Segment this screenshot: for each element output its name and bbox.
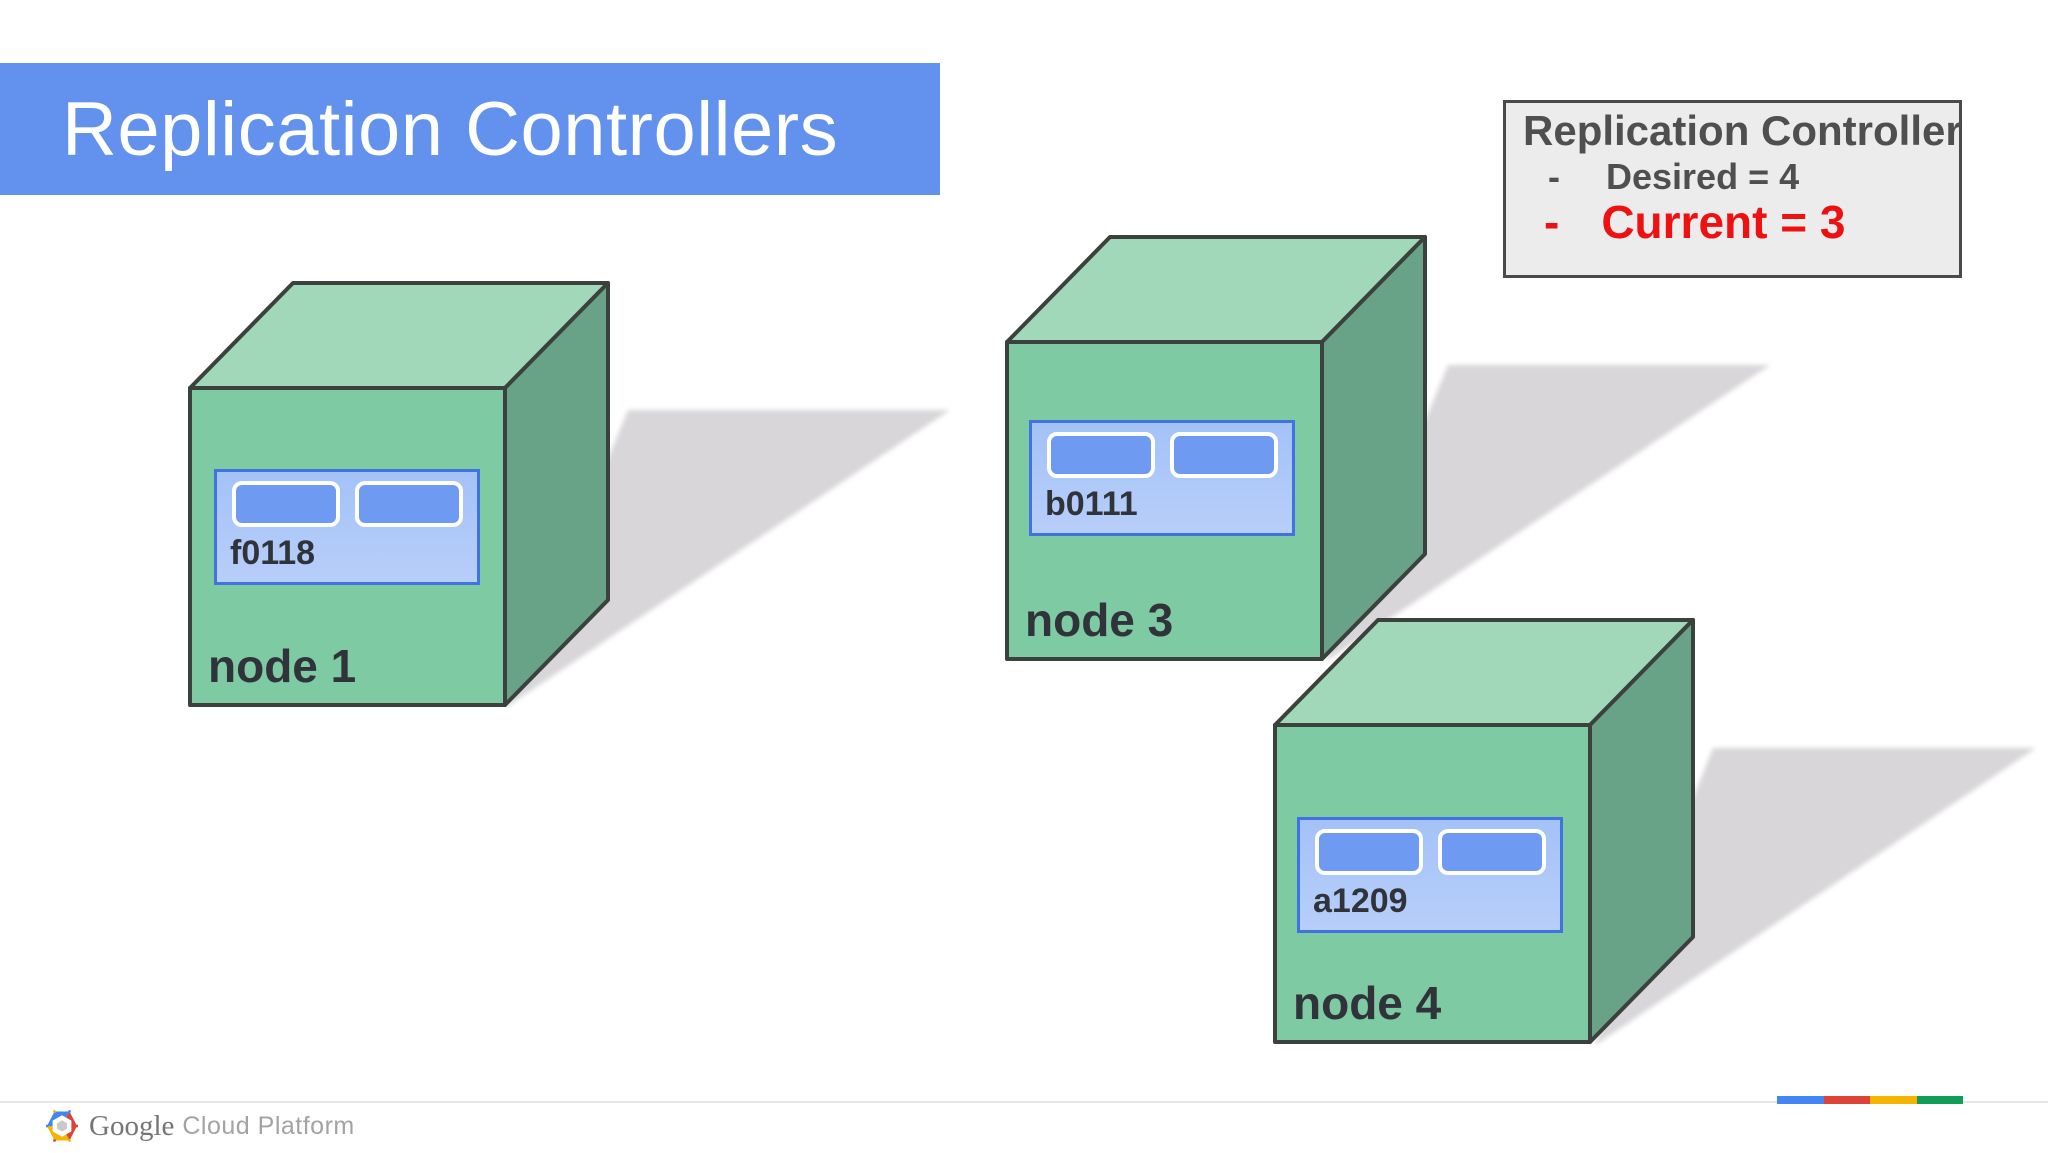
container-box [355, 481, 463, 527]
node1-shadow [505, 410, 950, 708]
footer-divider [0, 1101, 2048, 1103]
stripe-blue [1777, 1096, 1824, 1104]
node4-shadow [1594, 748, 2036, 1046]
node-label: node 4 [1293, 977, 1442, 1029]
google-color-stripe [1777, 1096, 1963, 1104]
google-cloud-platform-logo: Google Cloud Platform [46, 1106, 355, 1146]
container-box [1170, 432, 1278, 478]
replication-controller-status-box: Replication Controller - Desired = 4 - C… [1503, 100, 1962, 278]
gcp-hexagon-icon [46, 1110, 78, 1142]
desired-count-label: Desired = 4 [1606, 156, 1800, 198]
pod-f0118: f0118 [214, 469, 480, 585]
google-wordmark: Google [89, 1109, 175, 1142]
pod-b0111: b0111 [1029, 420, 1295, 536]
bullet-dash: - [1544, 196, 1560, 249]
pod-label: f0118 [230, 534, 316, 572]
page-title: Replication Controllers [62, 86, 839, 172]
container-box [1438, 829, 1546, 875]
pod-label: b0111 [1045, 485, 1138, 523]
pod-a1209: a1209 [1297, 817, 1563, 933]
stripe-yellow [1870, 1096, 1917, 1104]
legend-row-desired: - Desired = 4 [1506, 159, 1959, 195]
current-count-label: Current = 3 [1601, 196, 1846, 249]
cloud-platform-wordmark: Cloud Platform [182, 1111, 355, 1140]
title-banner: Replication Controllers [0, 63, 940, 195]
stripe-red [1823, 1096, 1870, 1104]
legend-title: Replication Controller [1523, 107, 1962, 154]
node-4-cube: a1209 node 4 [1271, 616, 1697, 1048]
node-label: node 3 [1025, 594, 1174, 646]
container-box [1047, 432, 1155, 478]
node-1-cube: f0118 node 1 [186, 279, 612, 711]
node-3-cube: b0111 node 3 [1003, 233, 1429, 665]
container-box [232, 481, 340, 527]
stripe-green [1916, 1096, 1963, 1104]
bullet-dash: - [1548, 156, 1560, 198]
container-box [1315, 829, 1423, 875]
pod-label: a1209 [1313, 882, 1408, 920]
legend-row-current: - Current = 3 [1506, 199, 1959, 245]
node3-shadow [1325, 365, 1770, 662]
node-label: node 1 [208, 640, 357, 692]
